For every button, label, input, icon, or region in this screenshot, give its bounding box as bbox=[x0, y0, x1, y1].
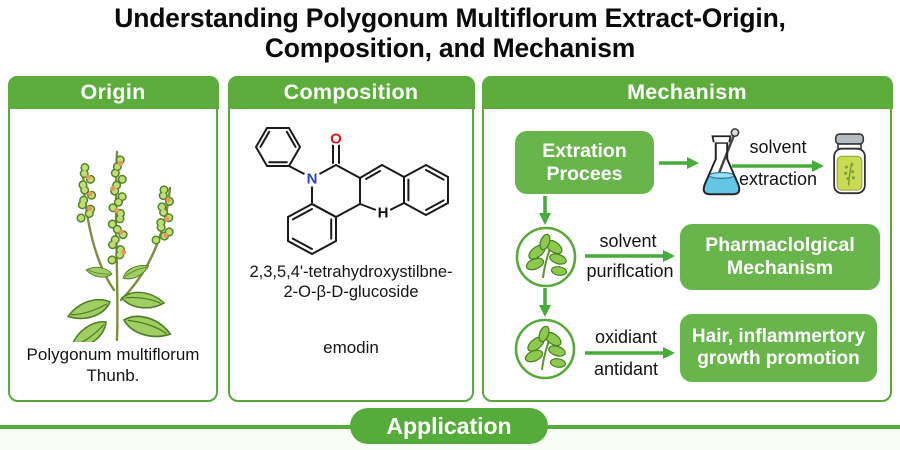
compound-name-line2: 2-O-β-D-glucoside bbox=[283, 283, 419, 302]
origin-panel-header: Origin bbox=[7, 75, 219, 109]
arrow-down-icon bbox=[539, 288, 551, 317]
hydrogen-atom-label: H bbox=[378, 205, 389, 222]
solvent-label: solvent bbox=[749, 137, 807, 157]
arrow-right-icon bbox=[732, 160, 824, 172]
extraction-label: extraction bbox=[738, 169, 818, 189]
nitrogen-atom-label: N bbox=[307, 171, 318, 188]
hair-growth-box: Hair, inflammertory growth promotion bbox=[680, 314, 877, 382]
composition-panel-header: Composition bbox=[227, 75, 475, 109]
flask-icon bbox=[702, 128, 741, 196]
arrow-right-icon bbox=[659, 157, 699, 169]
molecule-structure-icon: N O H bbox=[254, 127, 449, 256]
antioxidant-label: antidant bbox=[593, 359, 659, 379]
mechanism-panel-header: Mechanism bbox=[481, 75, 893, 109]
page-title: Understanding Polygonum Multiflorum Extr… bbox=[0, 3, 900, 64]
page-title-line2: Composition, and Mechanism bbox=[264, 32, 636, 63]
arrow-right-icon bbox=[585, 250, 675, 262]
jar-icon bbox=[833, 133, 866, 195]
purification-label: puriflcation bbox=[586, 261, 674, 281]
pharmacological-mechanism-box: Pharmaclolgical Mechanism bbox=[680, 224, 880, 290]
leaf-sprig-circle-icon bbox=[515, 226, 577, 288]
compound-name-line1: 2,3,5,4'-tetrahydroxystilbne- bbox=[249, 263, 453, 281]
mechanism-panel: Mechanism Extration Procees solvent extr… bbox=[481, 75, 893, 402]
polygonum-plant-illustration-icon bbox=[64, 150, 181, 342]
arrow-right-icon bbox=[585, 347, 675, 359]
arrow-down-icon bbox=[539, 196, 551, 225]
compound-name-emodin: emodin bbox=[323, 338, 379, 357]
compound-name: 2,3,5,4'-tetrahydroxystilbne- 2-O-β-D-gl… bbox=[230, 262, 472, 302]
composition-panel: Composition bbox=[227, 75, 475, 402]
application-banner: Application bbox=[350, 408, 548, 444]
oxygen-atom-label: O bbox=[330, 131, 342, 148]
page-title-line1: Understanding Polygonum Multiflorum Extr… bbox=[114, 3, 786, 33]
solvent-label: solvent bbox=[599, 231, 657, 251]
leaf-sprig-circle-icon bbox=[514, 318, 576, 380]
extraction-process-box: Extration Procees bbox=[515, 131, 654, 194]
origin-panel: Origin Polygonum multiflorum Thunb. bbox=[7, 75, 219, 402]
oxidant-label: oxidiant bbox=[594, 327, 658, 347]
origin-caption: Polygonum multiflorum Thunb. bbox=[26, 345, 200, 386]
